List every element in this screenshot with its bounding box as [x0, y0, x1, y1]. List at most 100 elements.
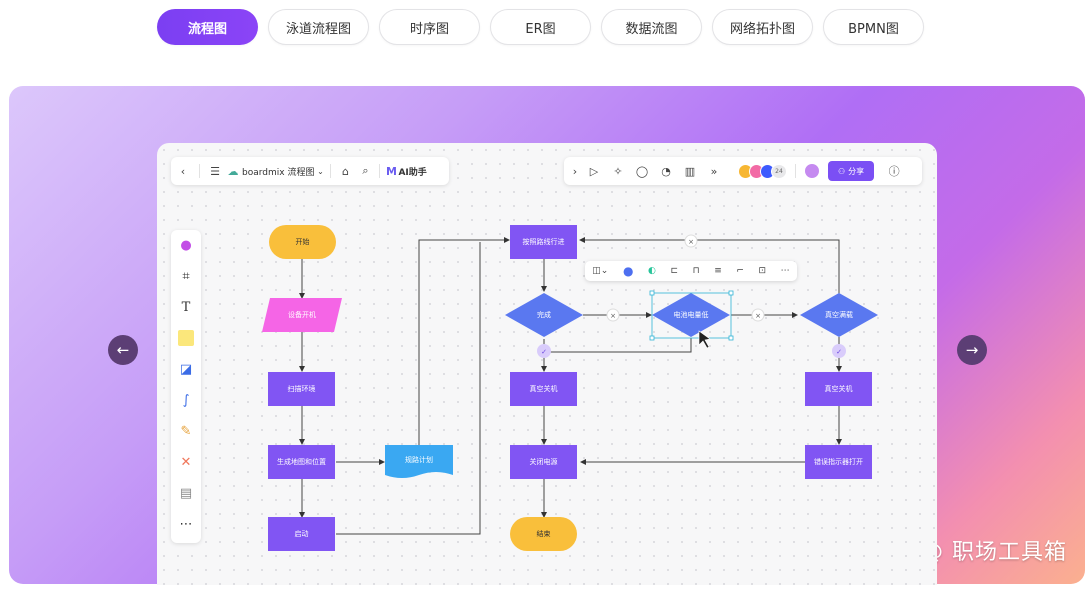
more-options-icon[interactable]: ⋯ [780, 266, 790, 276]
node-battery-label: 电池电量低 [673, 311, 709, 319]
resize-handle[interactable] [728, 335, 734, 341]
user-avatar[interactable] [804, 163, 820, 179]
share-button[interactable]: ⚇分享 [828, 161, 875, 181]
vote-icon[interactable]: ▥ [684, 164, 696, 178]
mindmap-icon[interactable]: ✕ [180, 454, 192, 470]
file-toolbar: ‹ ☰ ☁ boardmix 流程图 ⌄ ⌂ ⌕ M AI助手 [171, 157, 449, 185]
divider [795, 164, 796, 178]
collab-toolbar: › ▷ ✧ ◯ ◔ ▥ » 24 ⚇分享 ⓘ [564, 157, 922, 185]
check-icon[interactable] [832, 344, 846, 358]
connector-delete-icon[interactable] [684, 234, 698, 248]
more-icon[interactable]: ⋯ [179, 516, 193, 532]
tab-network-topology[interactable]: 网络拓扑图 [712, 9, 813, 45]
pen-icon[interactable]: ✎ [180, 423, 192, 439]
tab-swimlane[interactable]: 泳道流程图 [268, 9, 369, 45]
resize-handle[interactable] [728, 290, 734, 296]
decision-shape[interactable] [800, 293, 878, 337]
shape-icon[interactable]: ◪ [179, 361, 193, 377]
svg-text:✓: ✓ [541, 348, 547, 356]
node-end[interactable]: 结束 [510, 517, 577, 551]
node-power-off[interactable]: 关闭电源 [510, 445, 577, 479]
more-down-icon[interactable]: » [710, 164, 718, 178]
align-icon[interactable]: ⊏ [670, 266, 679, 276]
table-icon[interactable]: ▤ [179, 485, 193, 501]
carousel-prev-button[interactable]: ← [108, 335, 138, 365]
document-shape[interactable] [385, 445, 453, 478]
tab-sequence[interactable]: 时序图 [379, 9, 480, 45]
collaborator-count: 24 [771, 163, 787, 179]
node-vacuum-full-label: 真空满载 [825, 311, 853, 319]
io-shape[interactable] [262, 298, 342, 332]
arrow-left-icon: ← [116, 341, 130, 359]
flow-connectors: × × × ✓ ✓ [262, 234, 878, 535]
resize-handle[interactable] [649, 290, 655, 296]
cloud-icon: ☁ [227, 164, 239, 178]
frame-icon[interactable]: ⌗ [182, 268, 190, 284]
chevron-down-icon[interactable]: ⌄ [317, 166, 324, 176]
svg-text:×: × [610, 312, 616, 320]
tab-flowchart[interactable]: 流程图 [157, 9, 258, 45]
node-power-on-label: 设备开机 [288, 311, 316, 319]
sticky-note-icon[interactable] [175, 327, 197, 349]
shape-switch-icon[interactable]: ◫⌄ [592, 266, 609, 276]
text-icon[interactable]: T [181, 299, 191, 315]
celebrate-icon[interactable]: ✧ [613, 164, 623, 178]
svg-text:✓: ✓ [836, 348, 842, 356]
selection-toolbar: ◫⌄ ● ◐ ⊏ ⊓ ≡ ⌐ ⊡ ⋯ [585, 261, 797, 281]
node-plan-label: 规路计划 [405, 456, 433, 464]
tab-er[interactable]: ER图 [490, 9, 591, 45]
divider [330, 164, 332, 178]
decision-shape[interactable] [505, 293, 583, 337]
connector [544, 338, 692, 353]
connector-delete-icon[interactable] [606, 308, 620, 322]
search-icon[interactable]: ⌕ [362, 164, 369, 177]
node-scan[interactable]: 扫描环境 [268, 372, 335, 406]
carousel-next-button[interactable]: → [957, 335, 987, 365]
svg-text:×: × [688, 238, 694, 246]
node-launch[interactable]: 启动 [268, 517, 335, 551]
share-label: 分享 [848, 166, 865, 176]
connector-icon[interactable]: ∫ [182, 392, 190, 408]
node-map[interactable]: 生成地图和位置 [268, 445, 335, 479]
play-icon[interactable]: ▷ [589, 164, 599, 178]
tab-dataflow[interactable]: 数据流图 [601, 9, 702, 45]
comment-icon[interactable]: ◯ [635, 164, 649, 178]
resize-handle[interactable] [649, 335, 655, 341]
file-name[interactable]: boardmix 流程图 [242, 167, 315, 178]
node-vacuum-off-1[interactable]: 真空关机 [510, 372, 577, 406]
node-error-indicator[interactable]: 错误指示器打开 [805, 445, 872, 479]
fill-color-icon[interactable]: ● [622, 264, 634, 278]
connector [336, 242, 481, 535]
collaborator-avatars[interactable]: 24 [738, 163, 787, 179]
share-icon: ⚇ [838, 166, 846, 176]
mouse-cursor-icon [698, 330, 711, 349]
template-icon[interactable]: ● [180, 237, 192, 253]
decision-shape[interactable] [652, 293, 730, 337]
node-follow-route[interactable]: 按照路线行进 [510, 225, 577, 259]
tab-bpmn[interactable]: BPMN图 [823, 9, 924, 45]
ai-logo-icon: M [385, 164, 397, 178]
expand-icon[interactable]: › [572, 164, 578, 178]
timer-icon[interactable]: ◔ [661, 164, 671, 178]
border-style-icon[interactable]: ◐ [648, 266, 656, 276]
tag-icon[interactable]: ⌂ [341, 164, 349, 178]
divider [199, 164, 200, 178]
selection-box [651, 292, 732, 339]
lock-icon[interactable]: ⊡ [758, 266, 767, 276]
check-icon[interactable] [537, 344, 551, 358]
arrow-right-icon: → [965, 341, 979, 359]
connector [579, 237, 840, 295]
svg-text:×: × [755, 312, 761, 320]
format-painter-icon[interactable]: ⌐ [736, 266, 744, 276]
text-format-icon[interactable]: ≡ [714, 266, 722, 276]
node-vacuum-off-2[interactable]: 真空关机 [805, 372, 872, 406]
diagram-type-tabs: 流程图 泳道流程图 时序图 ER图 数据流图 网络拓扑图 BPMN图 [157, 9, 924, 45]
whiteboard-canvas[interactable]: ‹ ☰ ☁ boardmix 流程图 ⌄ ⌂ ⌕ M AI助手 › ▷ ✧ ◯ … [157, 143, 937, 585]
ai-assistant-button[interactable]: AI助手 [398, 167, 427, 178]
node-start[interactable]: 开始 [269, 225, 336, 259]
connector-delete-icon[interactable] [751, 308, 765, 322]
menu-icon[interactable]: ☰ [210, 164, 220, 178]
layout-icon[interactable]: ⊓ [692, 266, 700, 276]
help-icon[interactable]: ⓘ [888, 165, 900, 178]
back-icon[interactable]: ‹ [180, 164, 186, 178]
